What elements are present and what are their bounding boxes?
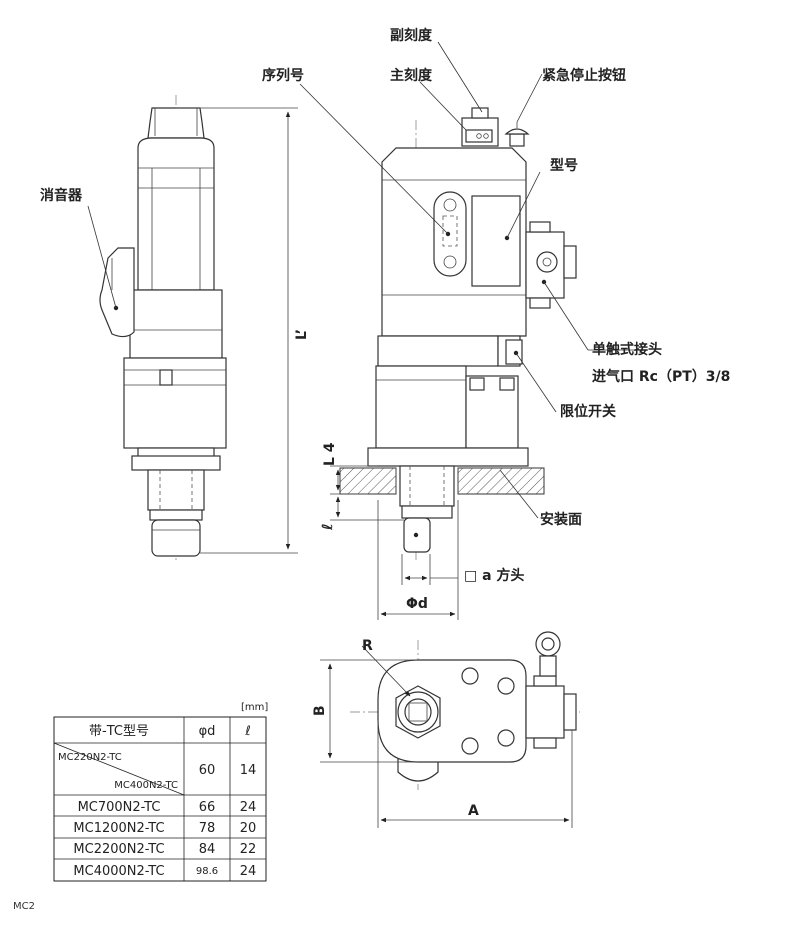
front-dimensions <box>330 465 459 620</box>
table-cell-ell: 14 <box>240 763 257 778</box>
top-dimensions <box>320 645 573 828</box>
label-muffler: 消音器 <box>40 187 83 204</box>
table-cell-phi-d: 60 <box>199 763 216 778</box>
table-row-model: MC2200N2-TC <box>73 842 164 857</box>
label-connector: 单触式接头 <box>592 341 662 358</box>
table-row-model: MC1200N2-TC <box>73 821 164 836</box>
label-limit-switch: 限位开关 <box>560 403 616 420</box>
table-row-model: MC700N2-TC <box>78 800 161 815</box>
front-view <box>339 107 577 560</box>
dim-B: B <box>312 705 328 716</box>
side-view <box>87 95 227 562</box>
label-model: 型号 <box>550 157 578 174</box>
spec-table: [mm] 带-TC型号 φd ℓ MC220N2-TC MC400N2-TC 6… <box>53 702 268 882</box>
label-inlet: 进气口 Rc（PT）3/8 <box>592 368 730 385</box>
table-cell-phi-d: 66 <box>199 800 216 815</box>
table-cell-ell: 24 <box>240 800 257 815</box>
table-header-model: 带-TC型号 <box>89 724 149 739</box>
table-cell-ell: 20 <box>240 821 257 836</box>
table-unit: [mm] <box>241 702 268 713</box>
dim-L4: L 4 <box>322 442 338 466</box>
dim-R: R <box>362 638 373 654</box>
dim-A: A <box>468 803 479 819</box>
leader-lines <box>299 41 640 519</box>
label-main-scale: 主刻度 <box>390 67 433 84</box>
label-estop: 紧急停止按钮 <box>542 67 626 84</box>
table-header-phi-d: φd <box>199 724 216 739</box>
label-square-drive: □ a 方头 <box>464 567 524 584</box>
table-cell-phi-d: 84 <box>199 842 216 857</box>
dim-phi-d: Φd <box>406 596 428 612</box>
page-footer-code: MC2 <box>13 901 35 912</box>
label-serial: 序列号 <box>262 67 304 84</box>
table-row-model-b: MC400N2-TC <box>114 780 178 791</box>
dim-L-prime: L’ <box>294 329 310 340</box>
table-row-model: MC4000N2-TC <box>73 864 164 879</box>
table-cell-ell: 24 <box>240 864 257 879</box>
table-cell-ell: 22 <box>240 842 257 857</box>
table-row-model-a: MC220N2-TC <box>58 752 122 763</box>
top-view <box>350 631 580 790</box>
dimension-L-prime <box>176 107 298 554</box>
dim-ell: ℓ <box>320 523 336 531</box>
table-cell-phi-d: 98.6 <box>196 866 218 877</box>
table-header-ell: ℓ <box>244 724 250 739</box>
table-cell-phi-d: 78 <box>199 821 216 836</box>
label-sub-scale: 副刻度 <box>390 27 433 44</box>
label-mount-face: 安装面 <box>540 511 582 528</box>
